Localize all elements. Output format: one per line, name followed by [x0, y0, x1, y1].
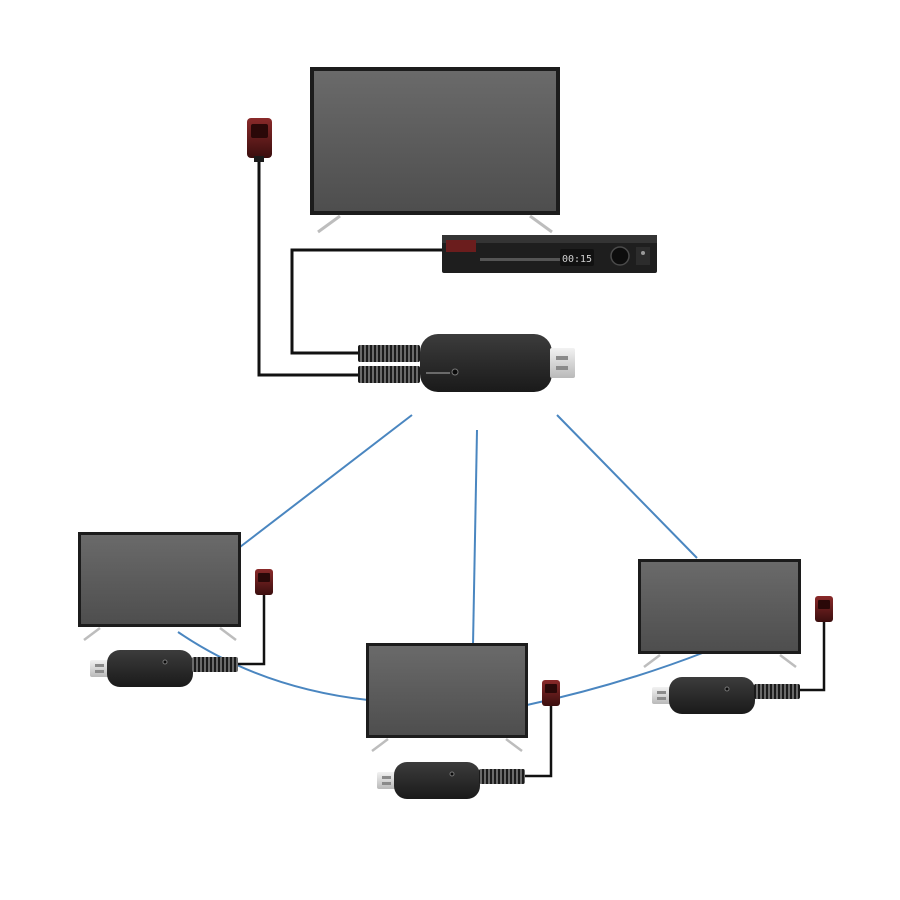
ir-sensor-center-icon — [520, 680, 560, 778]
player-display-text: 00:15 — [562, 254, 592, 265]
blu-ray-player-icon: 00:15 — [442, 235, 657, 273]
usb-receiver-center-icon — [377, 762, 525, 799]
source-cables — [257, 160, 442, 377]
player-cable — [290, 248, 442, 355]
usb-receiver-right-icon — [652, 677, 800, 714]
receiver-tv-right-icon — [638, 559, 801, 668]
ir-cable-source — [257, 160, 360, 377]
ir-sensor-right-icon — [800, 596, 833, 692]
usb-transmitter-icon — [358, 334, 575, 392]
wireless-link-left-to-center — [177, 631, 369, 701]
source-ir-sensor-icon — [247, 118, 272, 162]
transmitter-connector-top — [358, 345, 420, 362]
wireless-link-center — [472, 429, 478, 646]
transmitter-connector-bottom — [358, 366, 420, 383]
wireless-link-right — [556, 414, 698, 559]
wireless-link-left — [239, 414, 413, 548]
source-tv-icon — [310, 67, 560, 234]
receiver-tv-center-icon — [366, 643, 528, 752]
receiver-tv-left-icon — [78, 532, 241, 641]
usb-receiver-left-icon — [90, 650, 238, 687]
ir-sensor-left-icon — [237, 569, 273, 666]
